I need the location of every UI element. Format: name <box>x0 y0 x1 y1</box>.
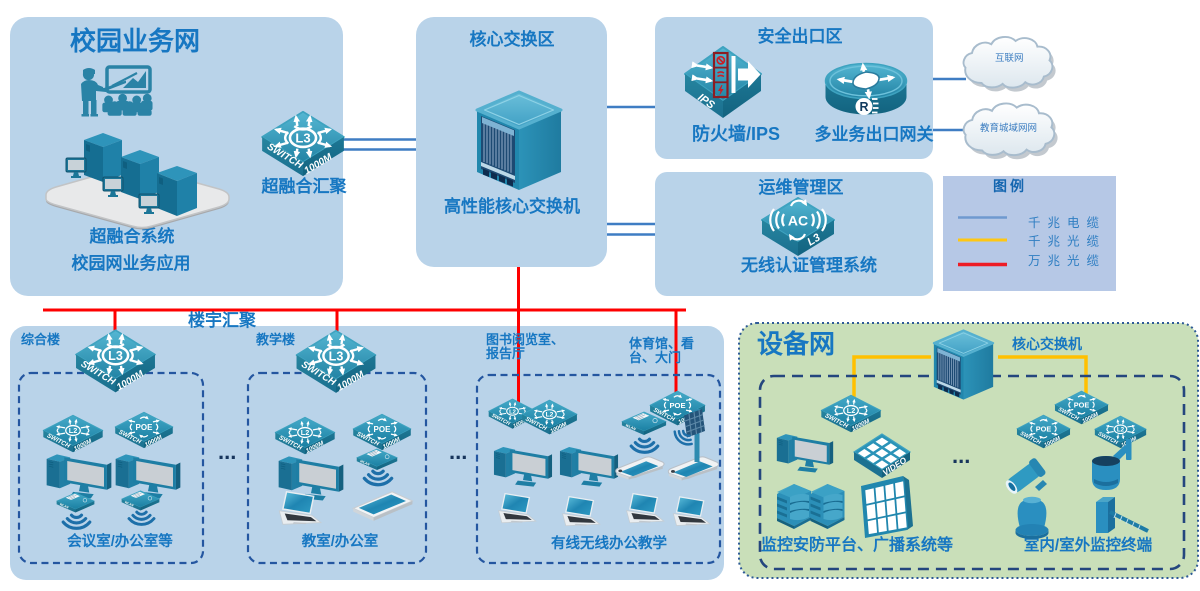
svg-text:核心交换机: 核心交换机 <box>1012 336 1082 352</box>
svg-text:高性能核心交换机: 高性能核心交换机 <box>444 196 580 216</box>
svg-text:设备网: 设备网 <box>757 329 835 359</box>
svg-text:体育馆、看: 体育馆、看 <box>629 336 694 351</box>
svg-text:核心交换区: 核心交换区 <box>470 29 555 49</box>
svg-text:千兆光缆: 千兆光缆 <box>1028 235 1106 249</box>
svg-text:...: ... <box>218 439 236 464</box>
svg-text:...: ... <box>952 443 970 468</box>
svg-text:无线认证管理系统: 无线认证管理系统 <box>740 255 877 275</box>
svg-text:互联网: 互联网 <box>995 53 1024 64</box>
svg-text:R: R <box>859 100 868 114</box>
svg-text:报告厅: 报告厅 <box>486 346 525 361</box>
svg-text:室内/室外监控终端: 室内/室外监控终端 <box>1024 535 1153 554</box>
svg-text:教学楼: 教学楼 <box>255 332 295 347</box>
svg-text:超融合系统: 超融合系统 <box>90 226 175 246</box>
svg-text:多业务出口网关: 多业务出口网关 <box>815 124 934 144</box>
svg-text:万兆光缆: 万兆光缆 <box>1028 254 1106 268</box>
svg-text:校园网业务应用: 校园网业务应用 <box>72 253 191 273</box>
svg-text:教室/办公室: 教室/办公室 <box>301 532 379 550</box>
svg-text:监控安防平台、广播系统等: 监控安防平台、广播系统等 <box>761 535 953 554</box>
svg-text:安全出口区: 安全出口区 <box>758 26 843 46</box>
svg-text:图例: 图例 <box>993 178 1027 194</box>
svg-text:校园业务网: 校园业务网 <box>70 26 200 56</box>
svg-text:台、大门: 台、大门 <box>629 350 681 365</box>
svg-text:L3: L3 <box>805 232 822 249</box>
svg-text:综合楼: 综合楼 <box>21 332 60 347</box>
svg-text:AC: AC <box>788 213 808 229</box>
svg-text:防火墙/IPS: 防火墙/IPS <box>692 123 780 144</box>
svg-text:有线无线办公教学: 有线无线办公教学 <box>551 534 667 552</box>
svg-text:运维管理区: 运维管理区 <box>759 177 844 197</box>
svg-text:千兆电缆: 千兆电缆 <box>1028 216 1106 230</box>
svg-text:超融合汇聚: 超融合汇聚 <box>262 176 348 196</box>
svg-text:会议室/办公室等: 会议室/办公室等 <box>67 532 173 550</box>
svg-text:楼宇汇聚: 楼宇汇聚 <box>188 310 257 330</box>
svg-text:...: ... <box>449 439 467 464</box>
svg-text:教育城域网网: 教育城域网网 <box>980 122 1037 134</box>
svg-text:图书阅览室、: 图书阅览室、 <box>486 332 564 347</box>
